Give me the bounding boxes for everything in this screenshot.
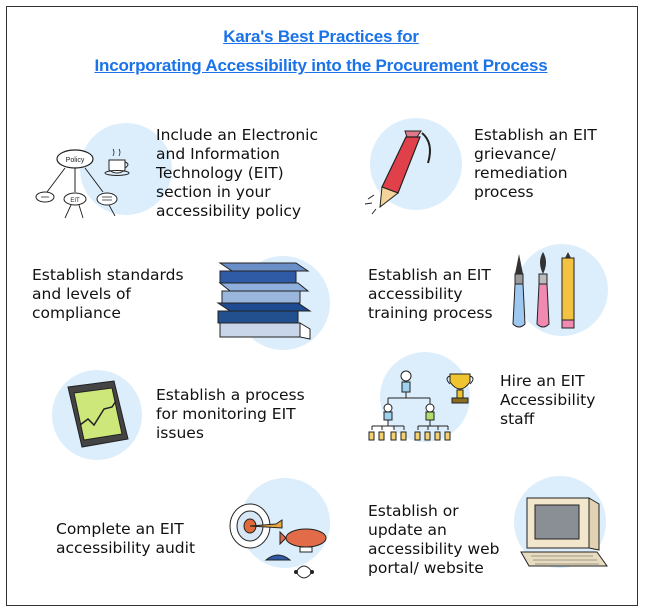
practice-text-5: Establish a process for monitoring EIT i… bbox=[156, 386, 305, 442]
practice-text-8: Establish or update an accessibility web… bbox=[368, 502, 500, 577]
policy-diagram-icon: Policy EIT bbox=[35, 148, 130, 219]
target-blimp-icon bbox=[229, 503, 327, 579]
page-title: Kara's Best Practices for Incorporating … bbox=[0, 22, 642, 80]
practice-text-6: Hire an EIT Accessibility staff bbox=[500, 372, 596, 428]
org-chart-trophy-icon bbox=[368, 370, 474, 441]
icon-circle bbox=[380, 352, 470, 442]
practice-text-3: Establish standards and levels of compli… bbox=[32, 266, 184, 322]
icon-circle bbox=[80, 123, 172, 215]
tablet-chart-icon bbox=[67, 380, 129, 448]
art-brushes-icon bbox=[512, 252, 575, 329]
books-icon bbox=[216, 262, 312, 340]
practice-text-2: Establish an EIT grievance/ remediation … bbox=[474, 126, 597, 201]
title-line-1: Kara's Best Practices for bbox=[223, 27, 419, 46]
practice-text-4: Establish an EIT accessibility training … bbox=[368, 266, 493, 322]
practice-text-1: Include an Electronic and Information Te… bbox=[156, 126, 319, 220]
computer-icon bbox=[520, 497, 608, 567]
title-line-2: Incorporating Accessibility into the Pro… bbox=[94, 56, 548, 75]
practice-text-7: Complete an EIT accessibility audit bbox=[56, 520, 196, 557]
eit-label: EIT bbox=[70, 198, 80, 204]
pen-icon bbox=[364, 130, 431, 215]
policy-label: Policy bbox=[66, 157, 85, 164]
